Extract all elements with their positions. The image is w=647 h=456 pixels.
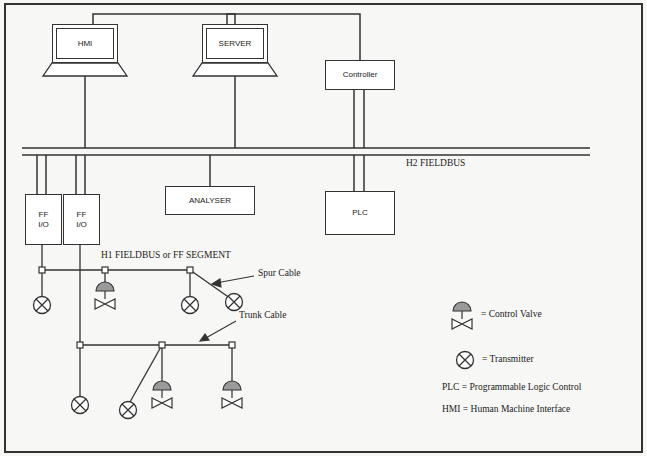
h1-segment-cable xyxy=(130,345,162,402)
bus-drop xyxy=(84,155,86,194)
leader-arrow xyxy=(216,276,254,283)
control-valve-symbol xyxy=(452,302,472,329)
segment-label: H1 FIELDBUS or FF SEGMENT xyxy=(100,250,232,261)
node-label: Controller xyxy=(343,70,378,79)
node-label: SERVER xyxy=(219,39,252,48)
transmitter-symbol xyxy=(182,297,199,314)
ff-io-box: FF I/O xyxy=(25,194,62,245)
ff-io-box: FF I/O xyxy=(63,194,100,245)
leader-arrow xyxy=(200,276,254,341)
h1-segment-cable xyxy=(42,245,232,402)
h1-segment-cable xyxy=(79,345,80,396)
h1-segment-cable xyxy=(190,270,227,296)
fieldbus-h2 xyxy=(22,147,590,149)
fieldbus-h2 xyxy=(22,154,590,156)
bus-label: H2 FIELDBUS xyxy=(405,158,466,169)
h1-segment-cable xyxy=(41,270,42,296)
laptop-base xyxy=(43,63,277,76)
junction-box xyxy=(77,342,83,348)
bus-drop xyxy=(234,76,236,148)
junction-box xyxy=(187,267,193,273)
junction-box xyxy=(39,267,235,348)
analyser-box: ANALYSER xyxy=(165,186,255,215)
control-valve-symbol xyxy=(222,381,242,408)
junction-box xyxy=(39,267,45,273)
node-label: FF I/O xyxy=(72,210,91,228)
transmitter-symbol xyxy=(120,402,137,419)
bus-drop xyxy=(353,155,355,191)
bus-drop xyxy=(84,76,86,148)
laptop-base xyxy=(43,63,127,76)
cable-label: Trunk Cable xyxy=(238,310,287,321)
control-valve-symbol xyxy=(152,381,172,408)
node-label: ANALYSER xyxy=(189,196,231,205)
control-valve-symbol xyxy=(95,282,115,309)
transmitter-symbol xyxy=(72,397,89,414)
bus-drop xyxy=(353,90,355,148)
laptop-base xyxy=(193,63,277,76)
legend-text: = Transmitter xyxy=(481,354,535,365)
bus-drop xyxy=(209,155,211,186)
legend-note: PLC = Programmable Logic Control xyxy=(441,382,582,393)
hmi-laptop: HMI xyxy=(52,24,118,63)
server-laptop: SERVER xyxy=(202,24,268,63)
control-valve-symbol xyxy=(95,282,472,408)
fieldbus-h2 xyxy=(22,148,590,155)
node-label: PLC xyxy=(352,208,368,217)
bus-drop xyxy=(45,155,47,194)
outer-frame xyxy=(5,4,642,452)
transmitter-symbol xyxy=(34,294,474,419)
leader-arrow xyxy=(200,334,209,341)
legend-text: = Control Valve xyxy=(480,309,543,320)
controller-box: Controller xyxy=(325,60,395,90)
cable-label: Spur Cable xyxy=(257,268,301,279)
bus-drop xyxy=(36,155,38,194)
node-label: FF I/O xyxy=(34,210,53,228)
bus-drop xyxy=(75,155,77,194)
legend-note: HMI = Human Machine Interface xyxy=(441,404,571,415)
transmitter-symbol xyxy=(34,297,51,314)
bus-drop xyxy=(363,90,365,148)
junction-box xyxy=(229,342,235,348)
transmitter-symbol xyxy=(457,352,474,369)
leader-arrow xyxy=(204,321,236,339)
bus-drop xyxy=(37,76,364,194)
node-label: HMI xyxy=(78,39,93,48)
network-cable xyxy=(93,14,235,24)
h1-segment-cable xyxy=(189,270,190,296)
bus-drop xyxy=(363,155,365,191)
junction-box xyxy=(102,267,108,273)
plc-box: PLC xyxy=(325,191,395,235)
transmitter-symbol xyxy=(226,294,243,311)
leader-arrow xyxy=(212,279,221,287)
junction-box xyxy=(159,342,165,348)
h1-segment-cable xyxy=(80,245,232,345)
